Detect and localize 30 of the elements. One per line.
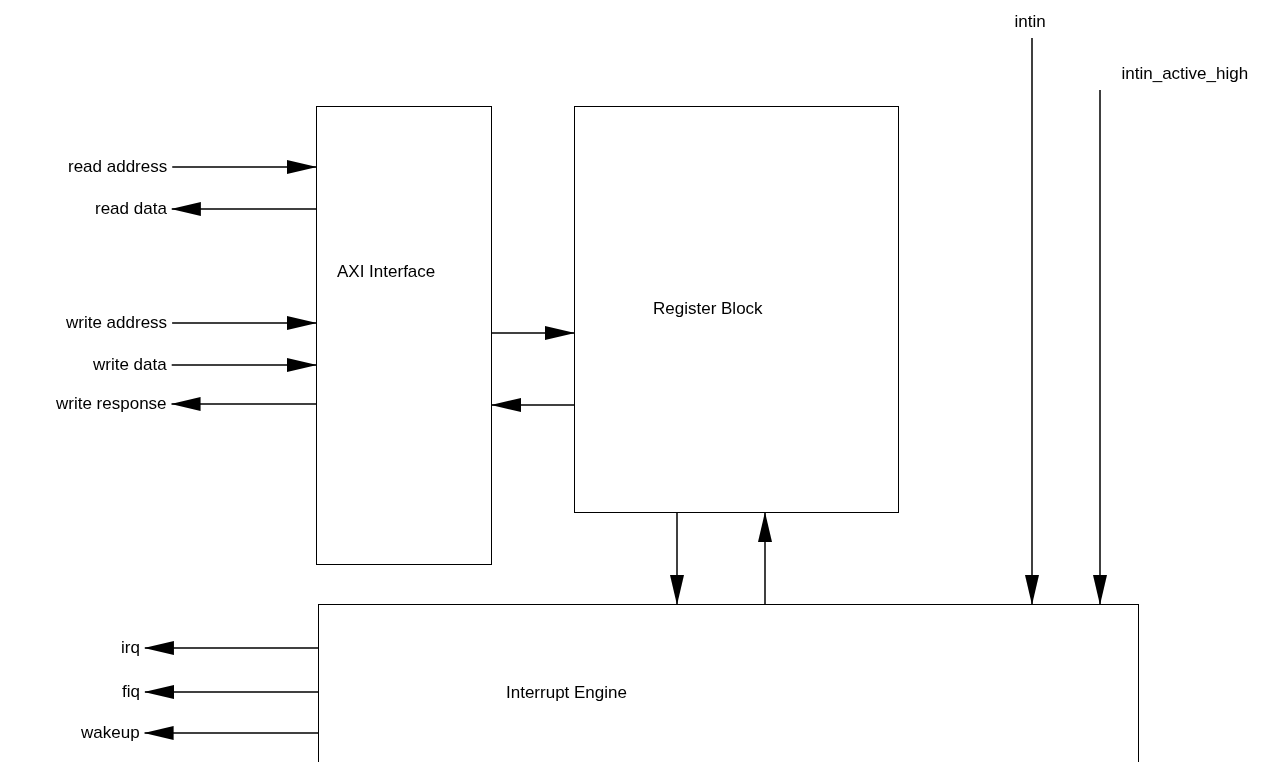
arrow bbox=[491, 326, 575, 340]
arrow bbox=[170, 397, 317, 411]
arrow bbox=[758, 512, 772, 605]
signal-label: write data bbox=[93, 355, 167, 375]
arrow bbox=[1093, 89, 1107, 605]
arrow bbox=[143, 726, 319, 740]
signal-label: write address bbox=[66, 313, 168, 333]
arrow bbox=[1025, 37, 1039, 605]
arrow bbox=[143, 641, 319, 655]
block-label: Register Block bbox=[653, 299, 763, 319]
signal-label: wakeup bbox=[81, 723, 140, 743]
signal-label: intin bbox=[1014, 12, 1046, 32]
signal-label: write response bbox=[56, 394, 167, 414]
arrow bbox=[171, 160, 317, 174]
signal-label: read data bbox=[95, 199, 167, 219]
signal-label: intin_active_high bbox=[1121, 64, 1249, 84]
signal-label: irq bbox=[121, 638, 140, 658]
arrow bbox=[170, 202, 317, 216]
arrow bbox=[491, 398, 575, 412]
block-box bbox=[316, 106, 492, 565]
signal-label: fiq bbox=[122, 682, 140, 702]
signal-label: read address bbox=[68, 157, 168, 177]
arrow bbox=[171, 316, 317, 330]
arrow bbox=[143, 685, 319, 699]
arrow bbox=[670, 512, 684, 605]
block-box bbox=[574, 106, 899, 513]
block-label: Interrupt Engine bbox=[506, 683, 627, 703]
block-label: AXI Interface bbox=[337, 262, 436, 282]
block-box bbox=[318, 604, 1139, 762]
arrow bbox=[170, 358, 317, 372]
